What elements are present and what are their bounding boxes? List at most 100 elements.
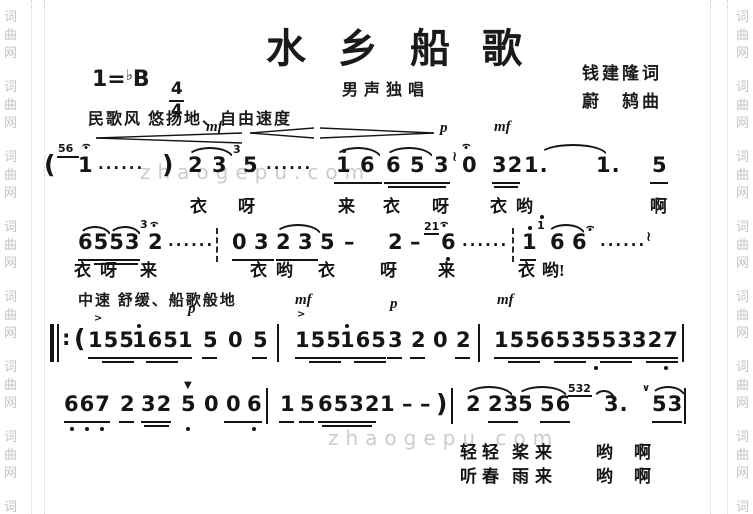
- octave-dot: [252, 427, 256, 431]
- note-digits: 0: [433, 328, 449, 352]
- lyric-syllable: 衣: [383, 197, 400, 216]
- note-digits: 2: [388, 230, 404, 254]
- note-digits: 0: [228, 328, 244, 352]
- dynamic-mark: mf: [206, 119, 223, 135]
- duration-underline: [309, 361, 341, 363]
- slur-tie-arc: [516, 386, 568, 398]
- lyric-syllable: 衣: [318, 261, 335, 280]
- note-digits: 0: [462, 153, 478, 177]
- side-watermark-char: 网: [4, 45, 18, 60]
- lyric-syllable: 来: [338, 197, 355, 216]
- note-digits: 1: [280, 392, 296, 416]
- slur-tie-arc: [334, 147, 382, 159]
- lyric-syllable: 啊: [634, 467, 651, 486]
- decrescendo-hairpin-icon: [320, 127, 434, 139]
- lyric-syllable: 雨: [512, 467, 529, 486]
- side-watermark-char: 词: [4, 359, 18, 374]
- note-digits: 5: [320, 230, 336, 254]
- lyric-syllable: 呀: [100, 261, 117, 280]
- lyric-syllable: 来: [140, 261, 157, 280]
- duration-underline: [318, 421, 376, 423]
- note-digits: 3: [388, 328, 404, 352]
- lyric-syllable: 哟: [596, 443, 613, 462]
- side-watermark-char: 词: [4, 429, 18, 444]
- tempo-marking-intro: 民歌风 悠扬地、自由速度: [88, 111, 293, 128]
- margin-dotted-line: [44, 0, 45, 514]
- note-digits: 327: [632, 328, 679, 352]
- lyric-syllable: 哟!: [542, 261, 565, 280]
- note-digits: 1: [178, 328, 194, 352]
- side-watermark-char: 词: [736, 79, 750, 94]
- side-watermark-char: 曲: [736, 377, 750, 392]
- grace-notes: 3: [233, 143, 241, 156]
- duration-underline: [224, 421, 262, 423]
- duration-underline: [540, 421, 570, 423]
- extension-dots: ······: [98, 159, 145, 177]
- breath-squiggle: ≀: [646, 229, 652, 245]
- lyric-syllable: 呀: [380, 261, 397, 280]
- fermata-mark: ⌢: [440, 215, 449, 230]
- slur-tie-arc: [274, 224, 322, 236]
- note-digits: 0: [226, 392, 242, 416]
- lyric-syllable: 来: [535, 467, 552, 486]
- side-watermark-char: 词: [736, 289, 750, 304]
- side-watermark-char: 网: [4, 185, 18, 200]
- side-watermark-char: 词: [736, 359, 750, 374]
- duration-underline: [424, 233, 439, 235]
- side-watermark-char: 网: [4, 255, 18, 270]
- margin-dotted-line: [31, 0, 32, 514]
- octave-dot: [594, 366, 598, 370]
- note-digits: 5: [300, 392, 316, 416]
- side-watermark-char: 词: [4, 219, 18, 234]
- note-digits: 5: [253, 328, 269, 352]
- note-digits: 2: [188, 153, 204, 177]
- note-digits: 3: [298, 230, 314, 254]
- side-watermark-char: 网: [4, 325, 18, 340]
- octave-dot: [345, 324, 349, 328]
- note-digits: 165: [132, 328, 179, 352]
- note-digits: 56: [540, 392, 572, 416]
- barline: [266, 388, 268, 424]
- note-digits: 3.: [604, 392, 629, 416]
- duration-underline: [64, 421, 110, 423]
- note-digits: 667: [64, 392, 111, 416]
- extension-dots: ······: [168, 236, 215, 254]
- crescendo-hairpin-icon: [96, 132, 242, 144]
- side-watermark-char: 曲: [4, 167, 18, 182]
- side-watermark-char: 词: [736, 219, 750, 234]
- duration-underline: [232, 259, 274, 261]
- barline: [277, 324, 279, 362]
- side-watermark-char: 词: [4, 9, 18, 24]
- octave-dot: [85, 427, 89, 431]
- duration-underline: [384, 182, 450, 184]
- duration-underline: [652, 421, 682, 423]
- slur-tie-arc: [592, 390, 616, 402]
- note-digits: 5: [203, 328, 219, 352]
- fermata-mark: ⌢: [586, 219, 595, 234]
- duration-underline: [488, 421, 518, 423]
- side-watermark-char: 曲: [736, 27, 750, 42]
- key-letter: B: [132, 67, 150, 92]
- duration-underline: [119, 421, 134, 423]
- note-digits: –: [344, 230, 356, 254]
- grace-notes: 532: [568, 382, 591, 395]
- barline: [684, 388, 686, 424]
- note-digits: 2: [276, 230, 292, 254]
- lyric-syllable: 衣: [190, 197, 207, 216]
- duration-underline: [540, 357, 586, 359]
- note-digits: 6532: [318, 392, 381, 416]
- note-digits: 2: [411, 328, 427, 352]
- side-watermark-char: 词: [4, 79, 18, 94]
- dashed-barline: [512, 228, 514, 262]
- lyric-syllable: 哟: [276, 261, 293, 280]
- parenthesis: (: [74, 324, 86, 353]
- side-watermark-char: 网: [4, 465, 18, 480]
- slur-tie-arc: [538, 144, 608, 156]
- side-watermark-char: 词: [736, 499, 750, 514]
- note-digits: 5: [652, 153, 668, 177]
- side-watermark-char: 曲: [736, 97, 750, 112]
- site-watermark: zhaogepu.com: [328, 426, 560, 450]
- duration-underline: [554, 361, 586, 363]
- note-digits: :: [62, 326, 72, 350]
- site-watermark: zhaogepu.com: [140, 160, 372, 184]
